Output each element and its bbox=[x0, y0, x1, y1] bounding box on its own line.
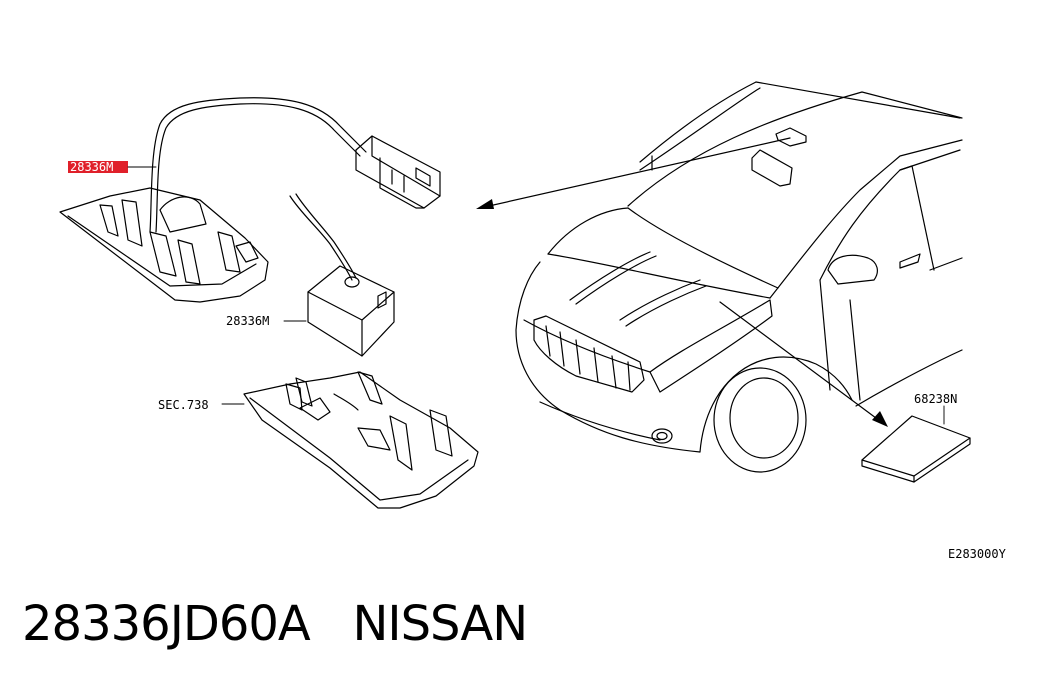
callout-highlighted-part[interactable]: 28336M bbox=[68, 160, 157, 174]
brand-name: NISSAN bbox=[352, 596, 529, 652]
pointer-arrows bbox=[476, 137, 888, 427]
callout-module-label: 28336M bbox=[226, 314, 269, 328]
parts-diagram: 28336M 28336M SEC.738 bbox=[59, 81, 1007, 561]
callout-highlighted-label: 28336M bbox=[70, 160, 113, 174]
vehicle-illustration bbox=[515, 81, 963, 473]
callout-sec-ref[interactable]: SEC.738 bbox=[158, 398, 245, 412]
console-housing bbox=[243, 371, 479, 509]
callout-label-part[interactable]: 68238N bbox=[914, 392, 957, 425]
callout-label-text: 68238N bbox=[914, 392, 957, 406]
label-sheet bbox=[861, 415, 971, 483]
callout-highlight-box bbox=[68, 161, 128, 173]
part-number: 28336JD60A bbox=[22, 596, 311, 652]
harness-housing-assembly bbox=[59, 97, 441, 303]
module-assembly bbox=[289, 193, 395, 357]
part-caption: 28336JD60A NISSAN bbox=[22, 596, 529, 652]
callout-sec-label: SEC.738 bbox=[158, 398, 209, 412]
diagram-code: E283000Y bbox=[948, 547, 1007, 561]
callout-module-part[interactable]: 28336M bbox=[226, 314, 307, 328]
